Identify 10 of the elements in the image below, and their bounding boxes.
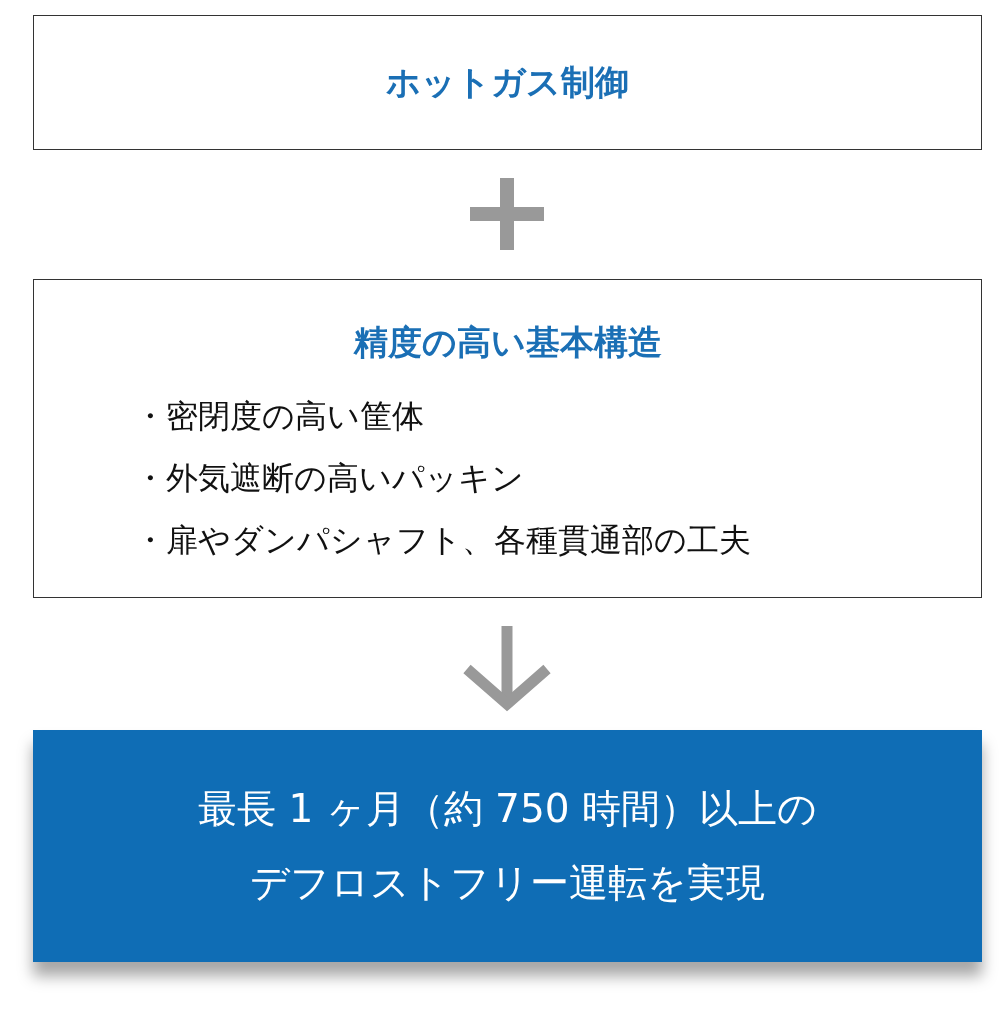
box-heading: ホットガス制御 xyxy=(385,61,630,104)
bullet-item: ・外気遮断の高いパッキン xyxy=(134,458,524,499)
bullet-item: ・扉やダンパシャフト、各種貫通部の工夫 xyxy=(134,520,751,561)
result-box xyxy=(33,730,982,962)
process-box xyxy=(33,279,982,598)
box-heading: 精度の高い基本構造 xyxy=(352,321,663,364)
result-text: 最長 1 ヶ月（約 750 時間）以上のデフロストフリー運転を実現 xyxy=(197,785,818,907)
bullet-item: ・密閉度の高い筐体 xyxy=(134,396,424,437)
down-arrow xyxy=(461,626,553,710)
process-box xyxy=(33,15,982,150)
